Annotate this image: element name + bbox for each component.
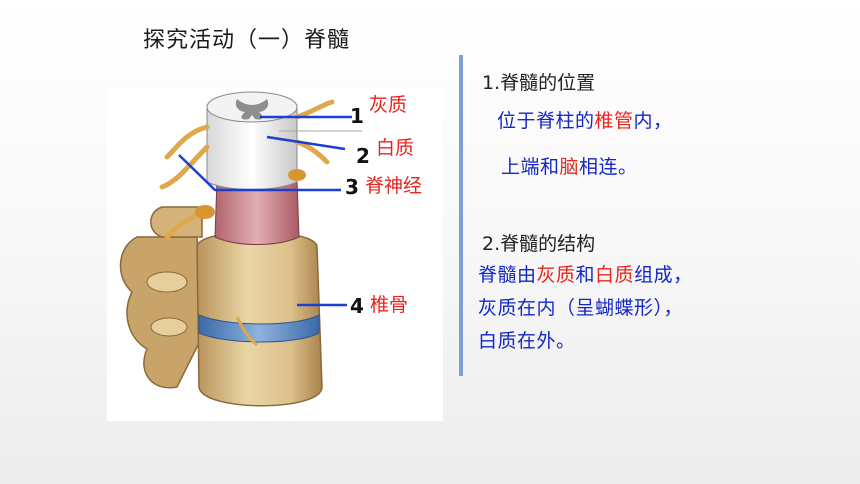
slide-title: 探究活动（一）脊髓 (143, 28, 351, 53)
label-4-number: 4 (350, 294, 364, 318)
position-highlight-brain: 脑 (559, 156, 580, 178)
structure-text: 脊髓由 (478, 264, 537, 286)
label-2-white-matter: 白质 (376, 137, 415, 159)
structure-line-2: 灰质在内（呈蝴蝶形）， (478, 297, 684, 319)
label-1-gray-matter: 灰质 (369, 94, 408, 116)
structure-line-1: 脊髓由灰质和白质组成， (478, 260, 693, 287)
structure-line-3: 白质在外。 (478, 330, 576, 352)
position-line-2: 上端和脑相连。 (501, 152, 638, 179)
structure-text: 和 (575, 264, 596, 286)
position-line-1: 位于脊柱的椎管内， (497, 106, 673, 133)
position-text-end: 内， (633, 110, 673, 132)
structure-highlight-gray-matter: 灰质 (536, 264, 576, 286)
vertical-divider (459, 55, 463, 376)
position-text: 位于脊柱的 (497, 110, 595, 132)
position-text-end: 相连。 (579, 156, 638, 178)
position-highlight-vertebral-canal: 椎管 (594, 110, 634, 132)
spine-anatomy-drawing (119, 91, 362, 407)
position-text: 上端和 (501, 156, 560, 178)
label-3-number: 3 (345, 175, 359, 199)
section-structure-title: 2.脊髓的结构 (482, 233, 596, 255)
label-4-vertebra: 椎骨 (370, 294, 409, 316)
label-2-number: 2 (356, 144, 370, 168)
spinal-cord-illustration (107, 87, 443, 421)
structure-highlight-white-matter: 白质 (595, 264, 635, 286)
structure-text-end: 组成， (634, 264, 693, 286)
label-1-number: 1 (350, 104, 364, 128)
label-3-spinal-nerve: 脊神经 (365, 175, 423, 197)
section-position-title: 1.脊髓的位置 (482, 72, 596, 94)
